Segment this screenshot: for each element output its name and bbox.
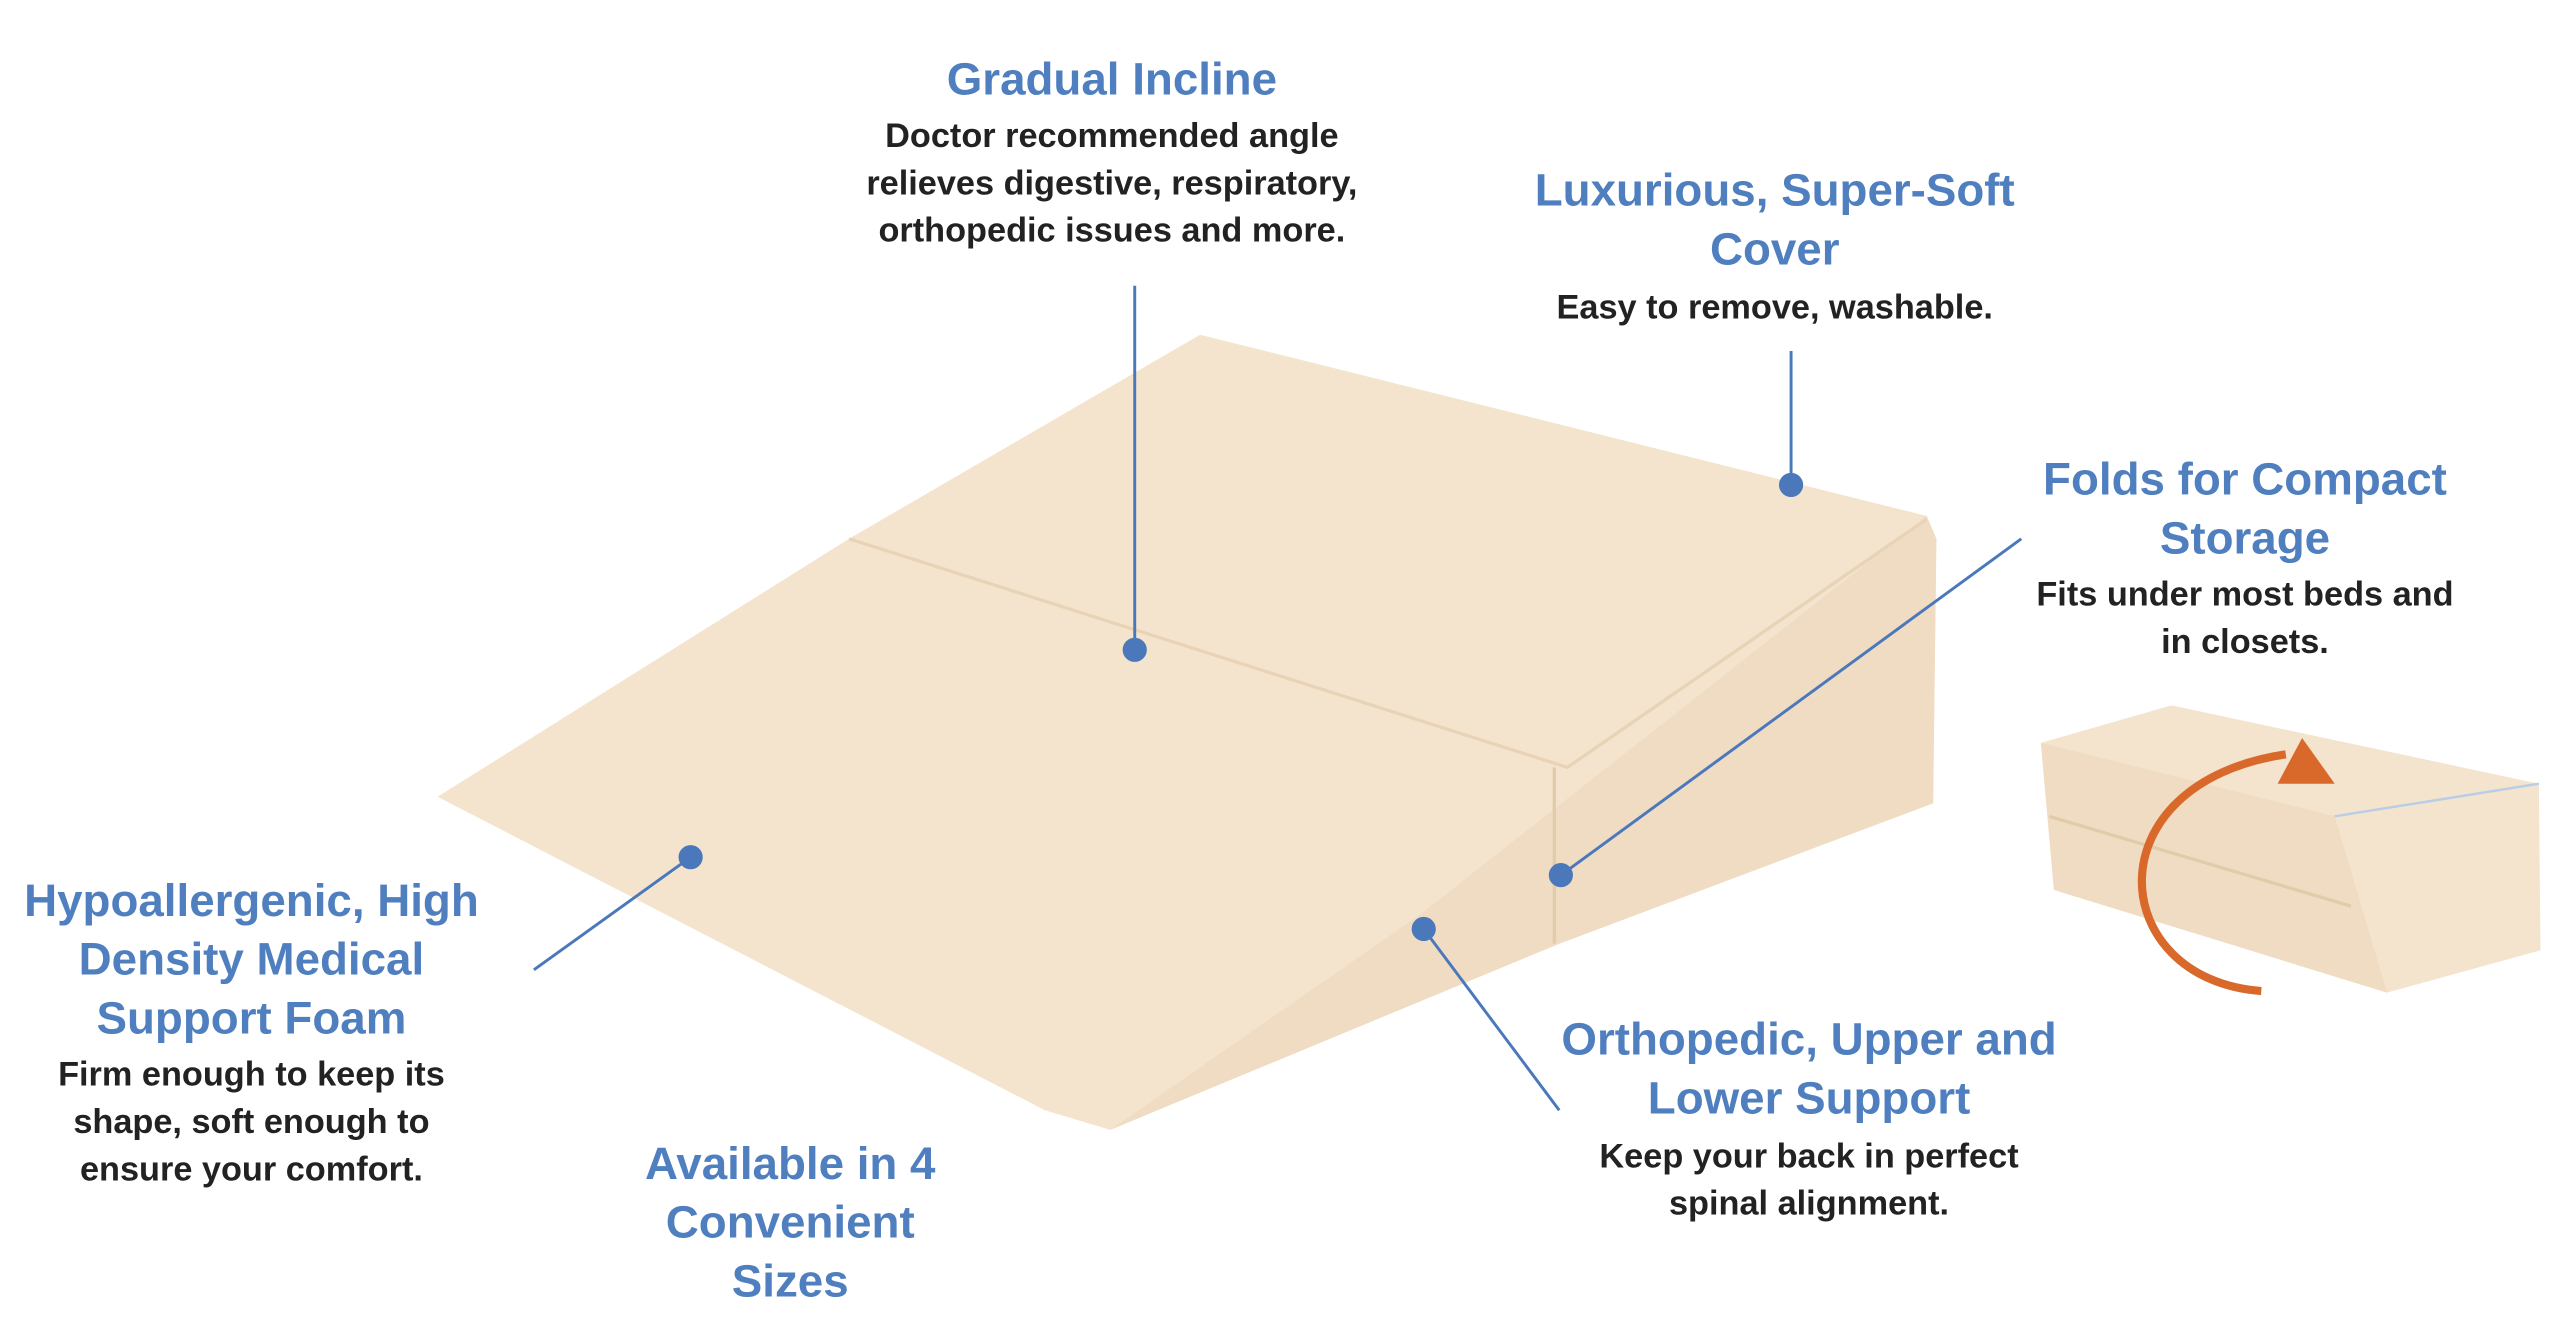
arrowhead-icon xyxy=(2277,737,2335,784)
callout-text: in closets. xyxy=(2161,623,2329,662)
callout-title: Orthopedic, Upper and xyxy=(1561,1013,2057,1065)
callout-text: shape, soft enough to xyxy=(73,1103,430,1142)
callout-text: Doctor recommended angle xyxy=(885,117,1339,156)
callout-title: Storage xyxy=(2159,512,2331,564)
callout-text: Firm enough to keep its xyxy=(58,1056,445,1094)
callout-text: Fits under most beds and xyxy=(2036,576,2454,614)
callout-title: Convenient xyxy=(665,1196,915,1248)
callout-title: Lower Support xyxy=(1647,1072,1971,1124)
callout-text: Keep your back in perfect xyxy=(1599,1137,2019,1176)
callout-title: Sizes xyxy=(731,1255,849,1307)
callout-title: Density Medical xyxy=(78,933,425,985)
callout-text: orthopedic issues and more. xyxy=(878,212,1346,250)
callout-title: Support Foam xyxy=(96,992,407,1044)
callout-title: Available in 4 xyxy=(644,1137,936,1189)
callout-title: Cover xyxy=(1709,223,1840,275)
callout-text: spinal alignment. xyxy=(1668,1185,1950,1223)
callout-title: Luxurious, Super-Soft xyxy=(1534,164,2015,216)
callout-text: relieves digestive, respiratory, xyxy=(866,164,1358,203)
wedge-pillow xyxy=(437,334,1937,1130)
callout-title: Gradual Incline xyxy=(946,53,1278,105)
fold-arrow-icon xyxy=(2137,750,2287,996)
leader-lines xyxy=(533,285,2023,1112)
callout-title: Hypoallergenic, High xyxy=(24,875,479,926)
callout-title: Folds for Compact xyxy=(2043,453,2447,505)
callout-text: Easy to remove, washable. xyxy=(1556,288,1993,327)
callout-gradual-incline: Gradual Incline Doctor recommended angle… xyxy=(866,51,1357,255)
callout-text: ensure your comfort. xyxy=(79,1151,423,1189)
folded-pillow xyxy=(2040,705,2541,993)
